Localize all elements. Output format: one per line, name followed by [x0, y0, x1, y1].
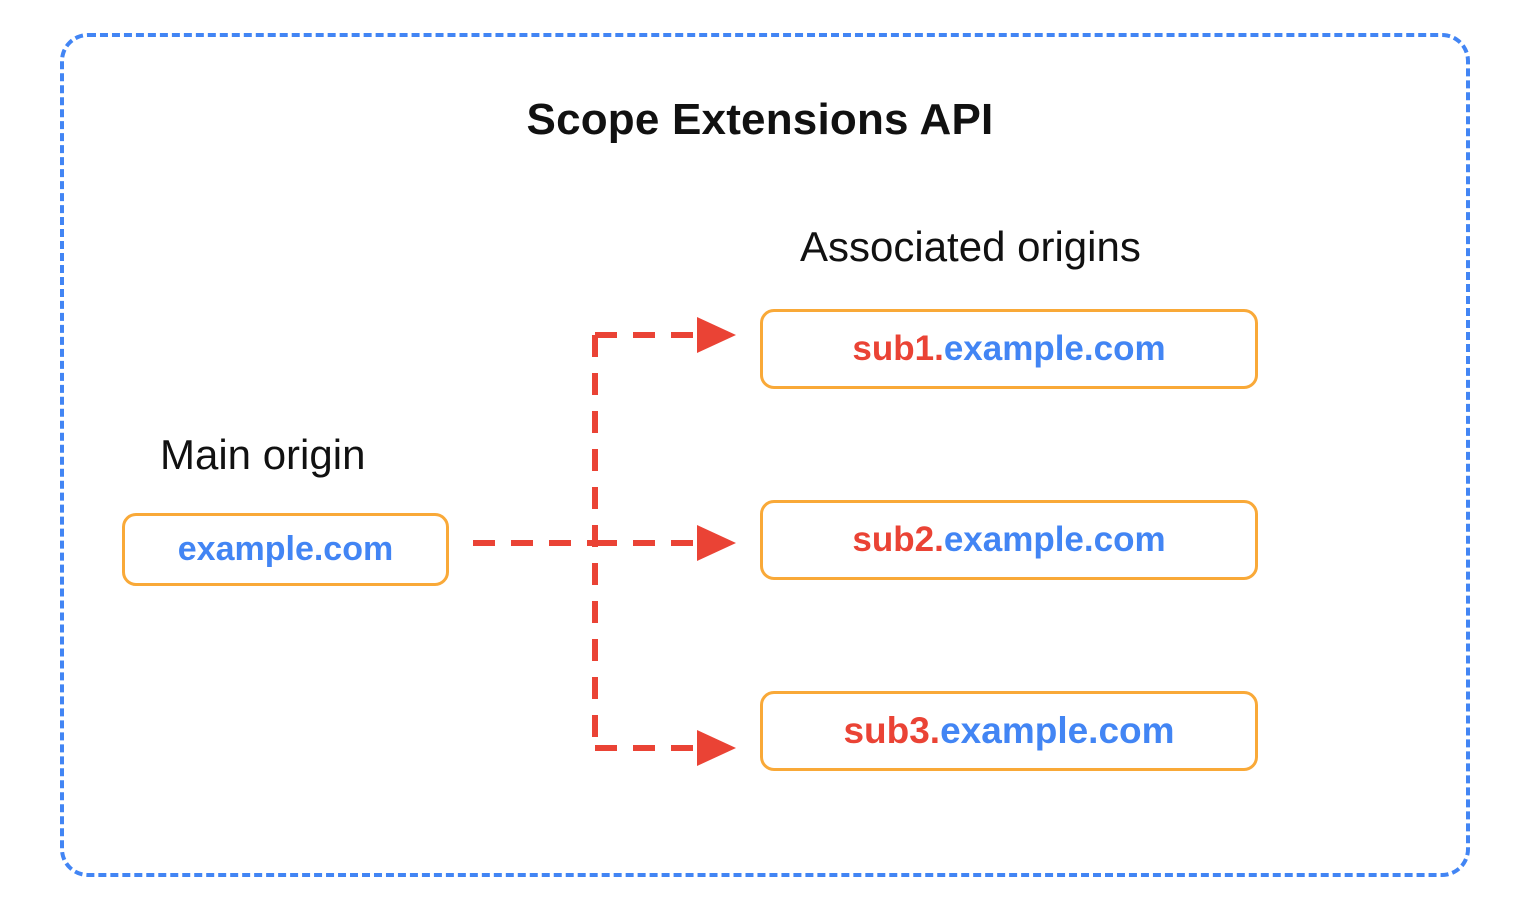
associated-origin-subdomain-2: sub2. [852, 520, 944, 559]
associated-origins-heading: Associated origins [800, 223, 1141, 270]
associated-origin-subdomain-1: sub1. [852, 329, 944, 368]
scope-extensions-frame [60, 33, 1470, 877]
associated-origin-domain-1: example.com [943, 329, 1166, 368]
associated-origin-box-2[interactable]: sub2.example.com [760, 500, 1258, 580]
associated-origin-domain-3: example.com [940, 710, 1175, 751]
main-origin-heading: Main origin [160, 431, 366, 478]
associated-origin-subdomain-3: sub3. [843, 710, 941, 751]
associated-origin-box-1[interactable]: sub1.example.com [760, 309, 1258, 389]
associated-origin-box-3[interactable]: sub3.example.com [760, 691, 1258, 771]
main-origin-label: example.com [177, 530, 394, 568]
main-origin-box[interactable]: example.com [122, 513, 449, 586]
associated-origin-domain-2: example.com [943, 520, 1166, 559]
page-title: Scope Extensions API [526, 95, 994, 144]
